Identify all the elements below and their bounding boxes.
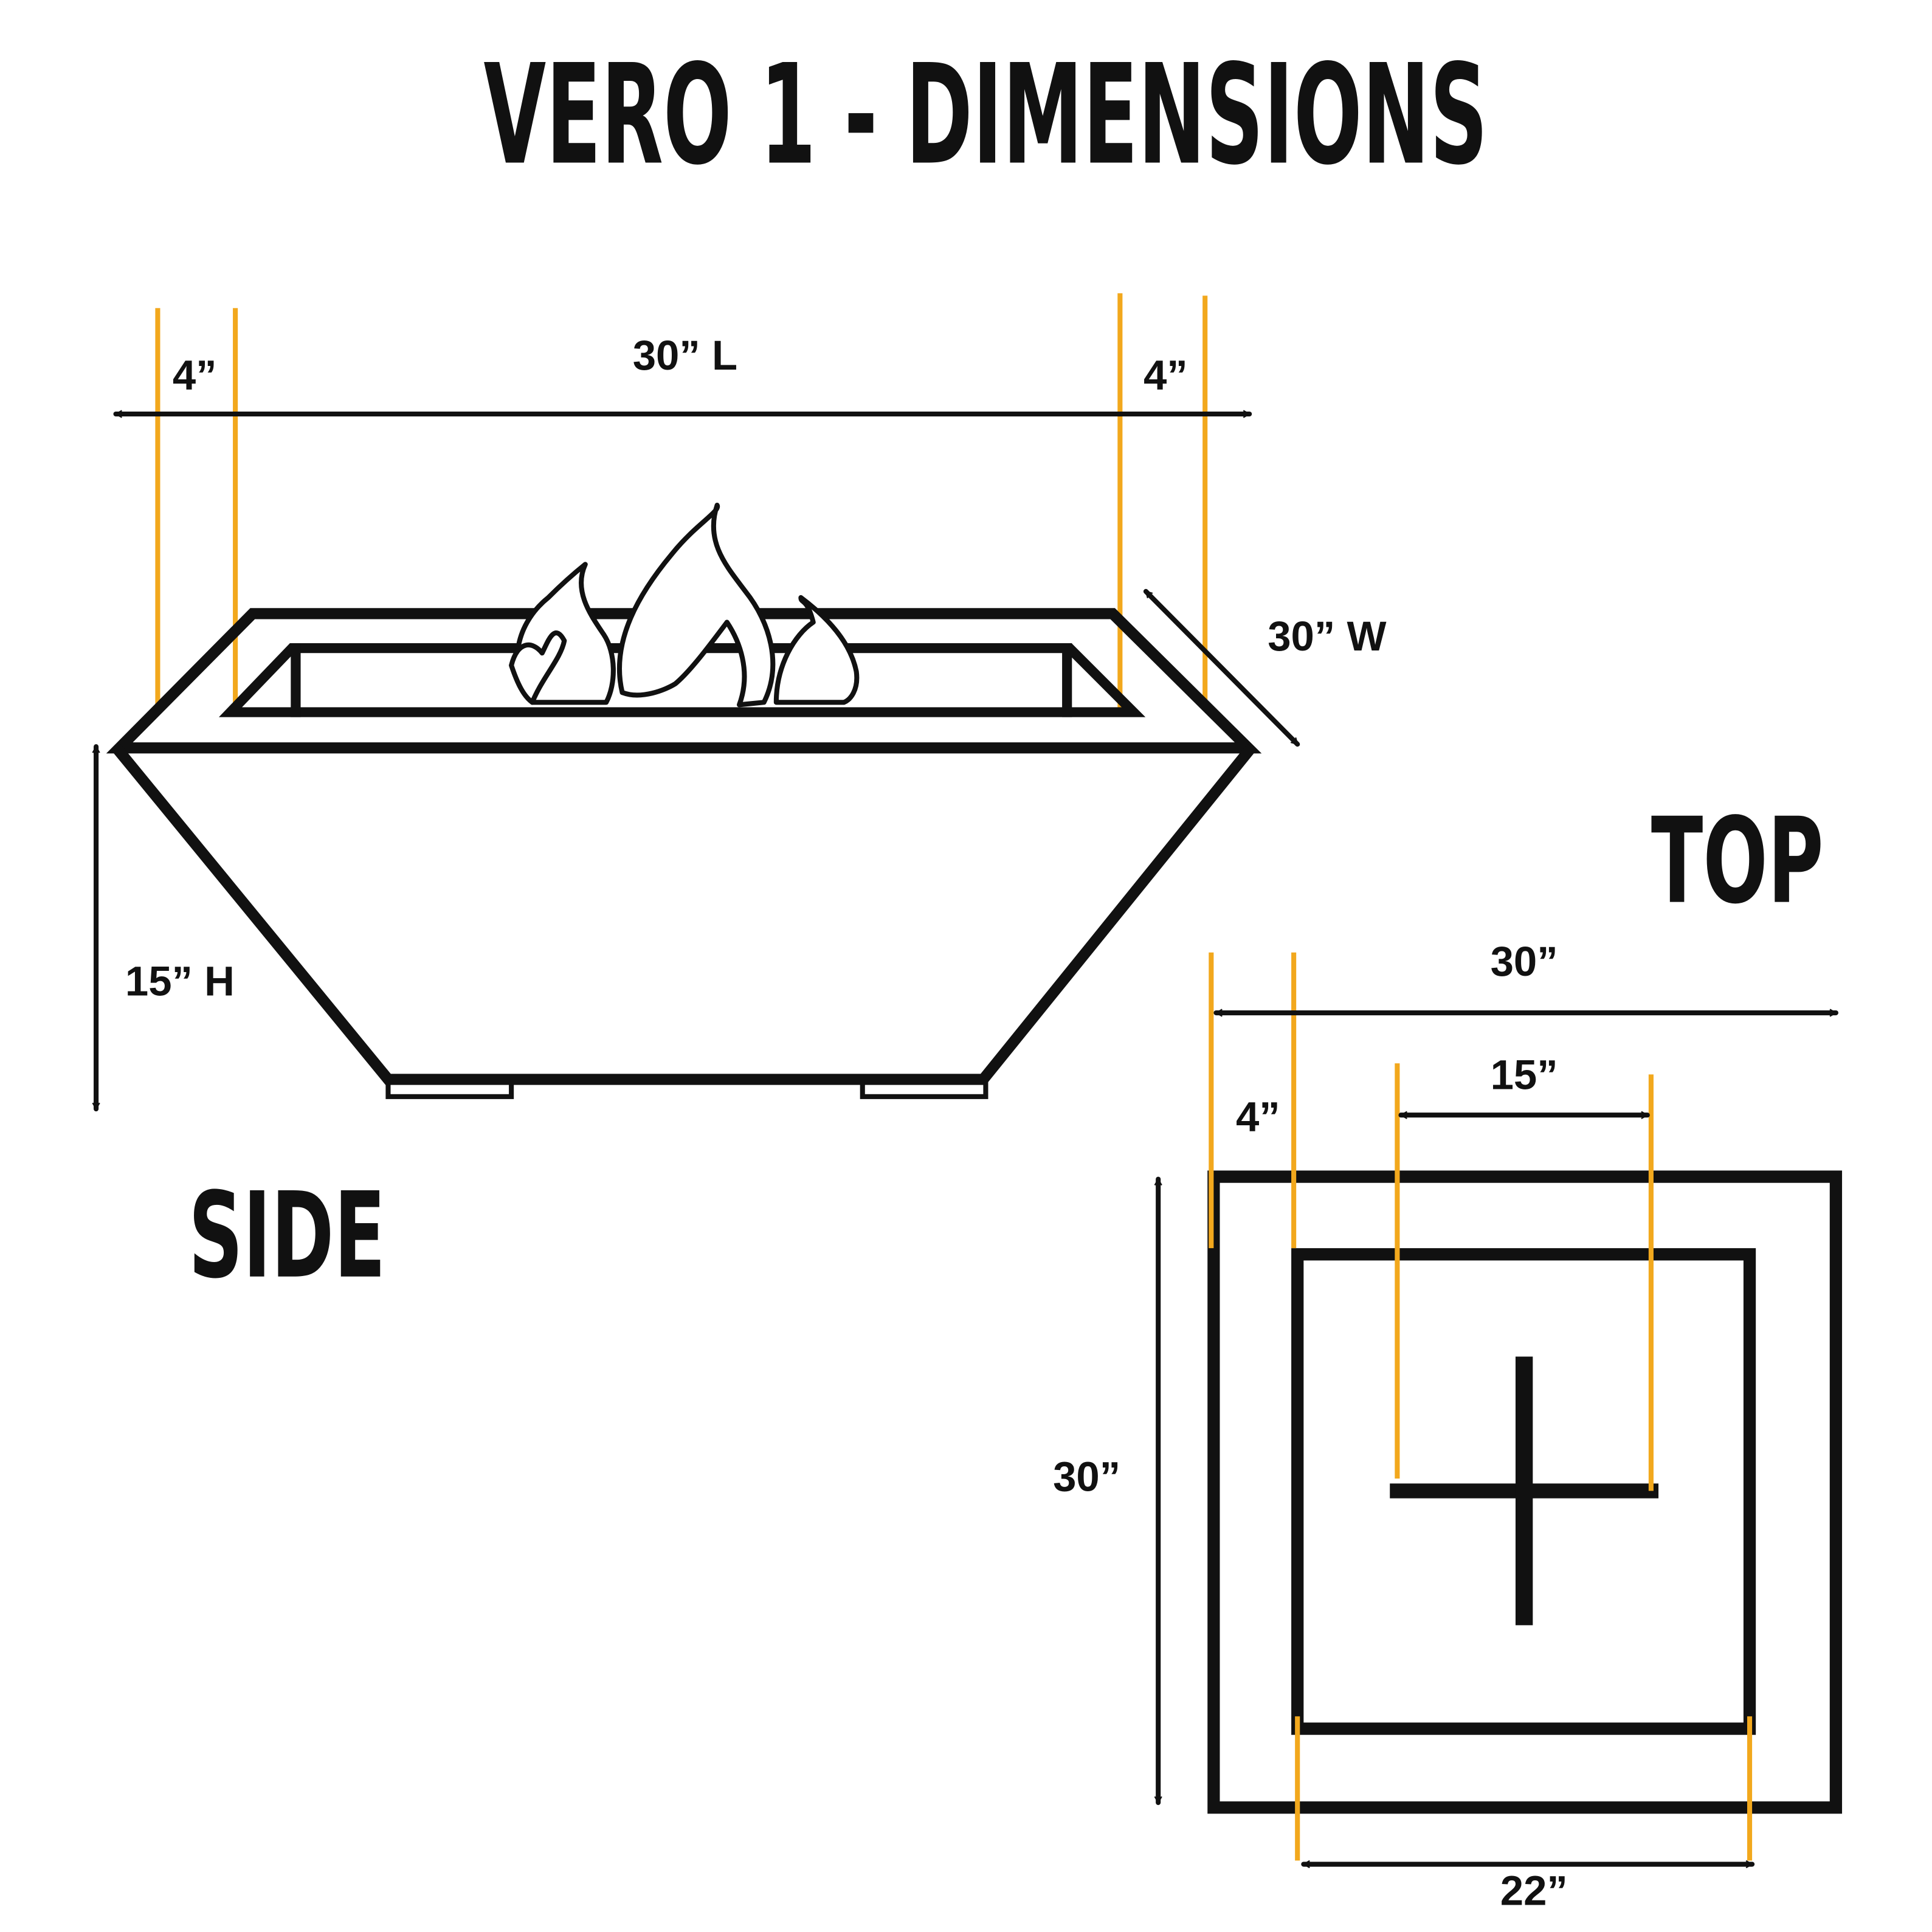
side-heading: SIDE — [188, 1167, 385, 1305]
top-view: TOP 30” 15” 4” 30” 22” — [1053, 792, 1843, 1914]
width-label: 30” W — [1268, 613, 1386, 660]
inner-width-label: 22” — [1500, 1867, 1568, 1914]
left-rim-label: 4” — [173, 351, 217, 398]
top-guide-lines — [1209, 952, 1753, 1861]
flame-icon — [509, 502, 860, 708]
page-title: VERO 1 - DIMENSIONS — [484, 35, 1488, 196]
outer-square — [1207, 1170, 1843, 1814]
inner-square — [1291, 1248, 1756, 1735]
width-arrow — [1143, 588, 1300, 747]
fire-pit-bowl — [106, 608, 1262, 1099]
burner-label: 15” — [1491, 1052, 1558, 1099]
outer-width-label: 30” — [1491, 938, 1558, 985]
rim-label: 4” — [1236, 1094, 1280, 1140]
burner-cross — [1390, 1356, 1659, 1626]
side-view: 4” 30” L 4” 30” W 15” H SIDE — [92, 293, 1386, 1305]
length-label: 30” L — [633, 332, 737, 379]
top-heading: TOP — [1651, 792, 1824, 930]
right-rim-label: 4” — [1144, 351, 1188, 398]
height-label: 15” H — [125, 958, 235, 1005]
outer-height-label: 30” — [1053, 1453, 1120, 1500]
